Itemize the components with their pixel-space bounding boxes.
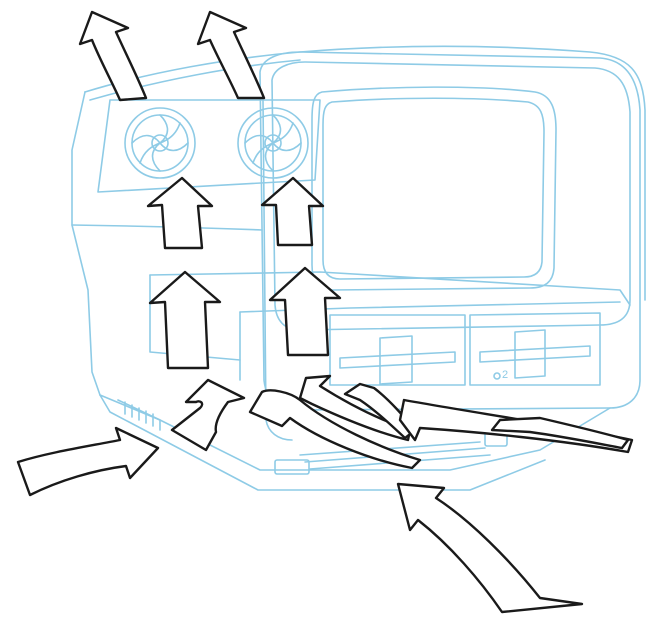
outflow-arrow-right bbox=[196, 10, 266, 100]
base-arrow-1 bbox=[170, 378, 246, 452]
base-vent bbox=[117, 399, 161, 431]
intake-arrow-left bbox=[16, 426, 160, 497]
disk-drive-1 bbox=[329, 314, 466, 386]
vent-panel bbox=[97, 99, 321, 193]
base-slot bbox=[274, 459, 310, 475]
fan-arrow-left bbox=[146, 176, 214, 250]
disk-drive-2 bbox=[469, 312, 601, 386]
airflow-arrows bbox=[16, 10, 634, 614]
chassis-bottom bbox=[99, 394, 546, 491]
base-arrow-2 bbox=[248, 389, 422, 470]
lower-panel bbox=[239, 301, 621, 313]
fan-left-icon bbox=[124, 107, 196, 179]
keyboard-shelf bbox=[149, 271, 631, 306]
cabinet-left-side bbox=[71, 91, 101, 396]
monitor-top-outline bbox=[84, 45, 646, 301]
intake-arrow-bottom bbox=[396, 482, 584, 614]
intake-arrow-right-2 bbox=[490, 416, 630, 450]
drive-2-label: 2 bbox=[502, 369, 509, 381]
outflow-arrow-left bbox=[78, 10, 148, 102]
keyboard-front bbox=[149, 274, 241, 361]
fan-arrow-right bbox=[260, 176, 325, 247]
screen-outer bbox=[311, 86, 557, 291]
keyboard-arrow-right bbox=[268, 266, 342, 357]
screen-inner bbox=[322, 97, 545, 280]
keyboard-arrow-left bbox=[148, 270, 222, 370]
